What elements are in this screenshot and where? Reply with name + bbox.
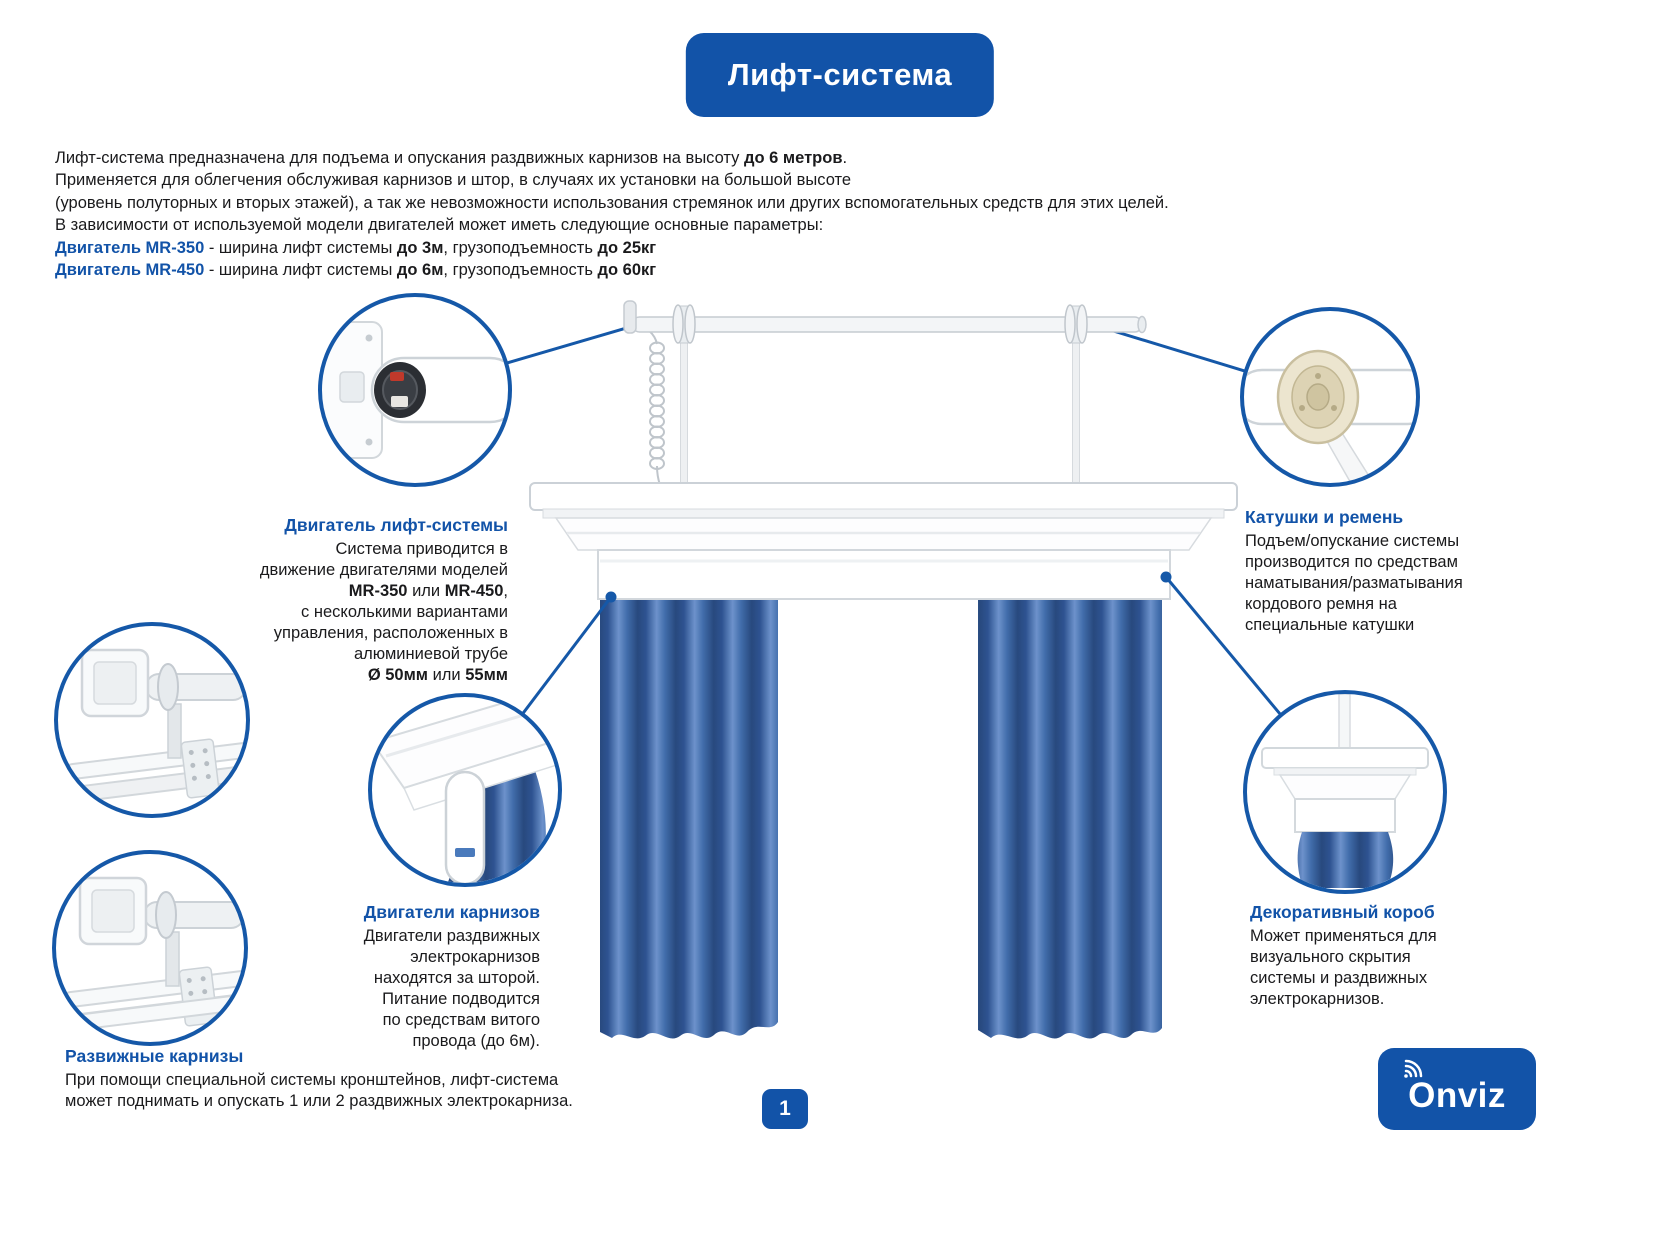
page-title: Лифт-система (685, 33, 995, 117)
intro-line: Двигатель MR-450 - ширина лифт системы д… (55, 261, 657, 280)
right-spool (1064, 304, 1088, 344)
power-coil-cord (632, 321, 665, 486)
lift-straps (680, 331, 1080, 488)
page-number: 1 (762, 1089, 808, 1129)
lift-rod (623, 300, 1147, 344)
callout-curtain-motor-title: Двигатели карнизов (363, 902, 540, 922)
callout-brackets-title: Развижные карнизы (65, 1046, 244, 1066)
onviz-logo: Onviz (1378, 1048, 1536, 1130)
intro-line: Двигатель MR-350 - ширина лифт системы д… (55, 238, 657, 257)
callout-circle-bracket-double (52, 850, 248, 1046)
left-spool (672, 304, 696, 344)
right-curtain (978, 597, 1162, 1039)
connector-dot (605, 591, 617, 603)
callout-spool-title: Катушки и ремень (1245, 507, 1404, 527)
intro-line: В зависимости от используемой модели дви… (55, 216, 824, 235)
callout-decor-box-text: Декоративный короб Может применяться для… (1250, 902, 1437, 1010)
onviz-signal-icon (1404, 1059, 1423, 1078)
callout-circle-bracket-single (54, 622, 250, 818)
left-curtain (600, 597, 778, 1039)
onviz-brand-text: Onviz (1408, 1076, 1506, 1115)
callout-brackets-body: При помощи специальной системы кронштейн… (65, 1071, 573, 1110)
callout-spool-text: Катушки и ремень Подъем/опускание систем… (1245, 507, 1463, 636)
intro-line: Применяется для облегчения обслуживая ка… (55, 171, 852, 190)
callout-decor-box-title: Декоративный короб (1250, 902, 1435, 922)
callout-circle-decorative-box (1243, 690, 1447, 894)
intro-text: Лифт-система предназначена для подъема и… (55, 147, 1169, 281)
callout-circle-curtain-motor (368, 693, 562, 887)
callout-brackets-text: Развижные карнизы При помощи специальной… (65, 1046, 573, 1112)
intro-line: Лифт-система предназначена для подъема и… (55, 149, 848, 167)
callout-circle-motor (318, 293, 512, 487)
cornice-illustration (529, 482, 1238, 600)
callout-motor-title: Двигатель лифт-системы (284, 515, 508, 535)
intro-line: (уровень полуторных и вторых этажей), а … (55, 193, 1169, 212)
connector-dot (1160, 571, 1172, 583)
callout-circle-spools (1240, 307, 1420, 487)
callout-motor-text: Двигатель лифт-системы Система приводитс… (260, 515, 508, 686)
